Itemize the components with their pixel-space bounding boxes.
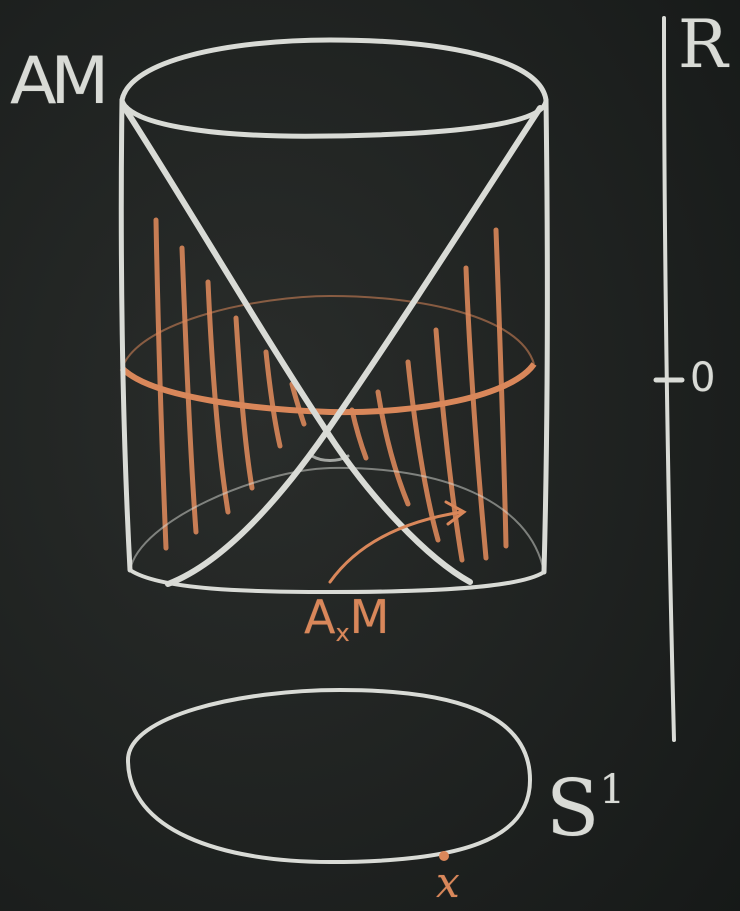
fiber-label-main: A: [304, 590, 335, 644]
base-circle-label-sup: 1: [599, 767, 624, 813]
zero-label: 0: [690, 358, 715, 398]
base-point-label: x: [436, 862, 460, 904]
real-line-label: R: [678, 12, 728, 78]
fiber-label-subscript: x: [335, 619, 349, 647]
total-space-label: AM: [10, 50, 103, 115]
base-circle-label-text: S: [546, 764, 599, 854]
base-circle-label: S1: [546, 770, 625, 848]
fiber-label-tail: M: [350, 590, 390, 644]
zero-label-text: 0: [690, 355, 715, 401]
total-space-label-text: AM: [10, 44, 103, 119]
real-line-label-text: R: [678, 6, 728, 83]
fiber-label: AxM: [304, 594, 389, 645]
base-point-label-text: x: [436, 858, 460, 907]
